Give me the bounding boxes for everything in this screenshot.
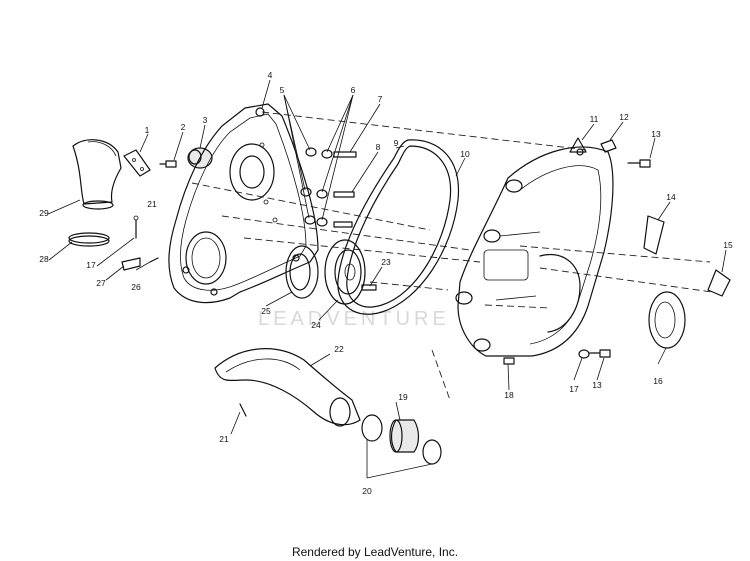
bolt-23 — [361, 284, 377, 291]
callout-2: 2 — [181, 122, 186, 132]
callout-16: 16 — [653, 376, 663, 386]
exhaust-duct — [214, 348, 361, 427]
decal-12 — [600, 139, 617, 153]
callout-23: 23 — [381, 257, 391, 267]
footer-credit: Rendered by LeadVenture, Inc. — [292, 545, 458, 559]
callout-21-bottom: 21 — [219, 434, 229, 444]
callout-11: 11 — [590, 114, 599, 124]
callout-3: 3 — [203, 115, 208, 125]
callout-13-bottom: 13 — [592, 380, 602, 390]
screw-13 — [589, 159, 651, 358]
callout-10: 10 — [460, 149, 470, 159]
callout-21-top: 21 — [147, 199, 157, 209]
callout-7: 7 — [378, 94, 383, 104]
callout-6: 6 — [351, 85, 356, 95]
hose-clamp-28 — [68, 232, 110, 247]
screw-18 — [503, 357, 515, 365]
washers-and-bolts — [300, 147, 357, 228]
decal-14 — [643, 215, 665, 255]
callout-29: 29 — [39, 208, 49, 218]
callout-26: 26 — [131, 282, 141, 292]
callout-8: 8 — [376, 142, 381, 152]
reflector-15 — [707, 269, 731, 297]
screw-2 — [159, 160, 177, 168]
callout-1: 1 — [145, 125, 150, 135]
drive-belt — [337, 139, 460, 315]
callout-12: 12 — [619, 112, 629, 122]
callout-22: 22 — [334, 344, 344, 354]
outer-clutch-cover — [455, 137, 614, 357]
assembly-center-lines — [191, 111, 713, 401]
callout-numbers: 1 2 3 4 5 6 7 8 9 10 11 12 13 14 15 16 1… — [39, 70, 733, 496]
gasket-16 — [648, 291, 686, 349]
intake-duct-elbow — [72, 139, 122, 210]
callout-9: 9 — [394, 138, 399, 148]
callout-19: 19 — [398, 392, 408, 402]
callout-14: 14 — [666, 192, 676, 202]
callout-25: 25 — [261, 306, 271, 316]
clip-bracket-assembly — [121, 215, 159, 271]
callout-13-top: 13 — [651, 129, 661, 139]
callout-5: 5 — [280, 85, 285, 95]
callout-15: 15 — [723, 240, 733, 250]
seal-25 — [285, 245, 319, 299]
watermark: LEADVENTURE — [258, 308, 450, 330]
bracket-1 — [123, 149, 151, 177]
callout-27: 27 — [96, 278, 106, 288]
callout-17-left: 17 — [86, 260, 96, 270]
callout-20: 20 — [362, 486, 372, 496]
callout-28: 28 — [39, 254, 49, 264]
washer-17 — [578, 349, 590, 359]
callout-17-right: 17 — [569, 384, 579, 394]
leader-lines — [47, 79, 727, 479]
coupler-and-clamps — [361, 414, 442, 465]
callout-24: 24 — [311, 320, 321, 330]
callout-18: 18 — [504, 390, 514, 400]
callout-4: 4 — [268, 70, 273, 80]
